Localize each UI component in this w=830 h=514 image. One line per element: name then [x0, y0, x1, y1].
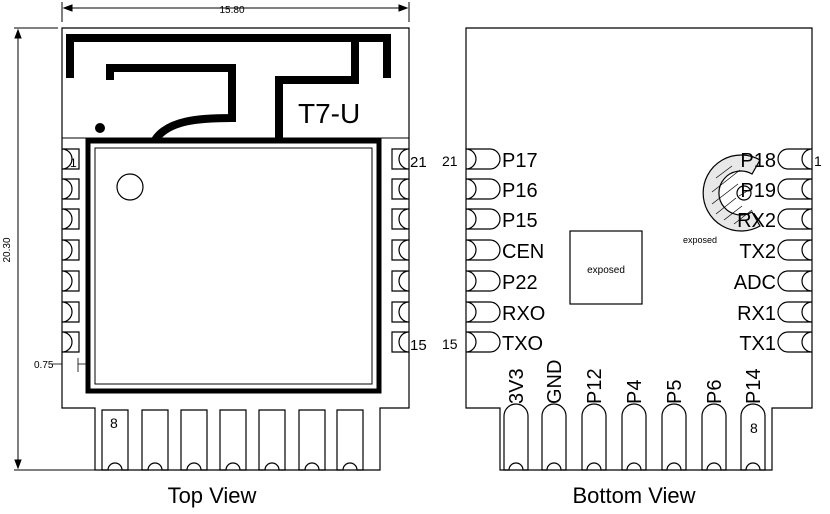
bottom-bottom-pad — [541, 403, 567, 471]
top-left-pads — [61, 148, 80, 353]
top-bottom-pad — [258, 409, 286, 471]
bottom-right-pin-label: RX1 — [737, 303, 776, 325]
top-view-caption: Top View — [168, 483, 257, 508]
top-pin-number-1: 1 — [70, 156, 77, 170]
top-bottom-pad — [141, 409, 169, 471]
top-bottom-pad — [101, 409, 129, 471]
bottom-bottom-pin-label: P12 — [584, 368, 606, 404]
top-pin-number-15: 15 — [410, 337, 427, 354]
top-right-pad — [391, 331, 410, 353]
top-bottom-pad — [336, 409, 364, 471]
bottom-right-pad — [777, 331, 813, 353]
top-view-outline — [61, 27, 410, 471]
bottom-right-pin-label: RX2 — [737, 210, 776, 232]
bottom-right-pad — [777, 148, 813, 170]
pcb-antenna-trace — [66, 34, 391, 143]
top-left-pad — [61, 148, 80, 170]
top-right-pad — [391, 148, 410, 170]
bottom-left-pad — [465, 148, 501, 170]
top-left-pad — [61, 208, 80, 230]
top-bottom-pad — [180, 409, 208, 471]
width-dimension — [61, 2, 410, 22]
bottom-bottom-pad — [701, 403, 727, 471]
bottom-left-pin-label: P17 — [502, 150, 538, 172]
bottom-left-pad — [465, 208, 501, 230]
bottom-right-pin-label: TX2 — [739, 241, 776, 263]
bottom-bottom-pad — [621, 403, 647, 471]
top-left-pad — [61, 270, 80, 292]
bottom-right-pad — [777, 270, 813, 292]
top-pin-number-8: 8 — [110, 415, 118, 431]
top-pin-number-21: 21 — [410, 154, 427, 171]
bottom-bottom-pads: 3V3 GND P12 P4 P5 P6 P14 — [503, 360, 766, 471]
top-right-pad — [391, 270, 410, 292]
bottom-left-pin-label: P15 — [502, 210, 538, 232]
bottom-bottom-pad — [581, 403, 607, 471]
exposed-pad — [569, 230, 643, 305]
bottom-pad-number-21: 21 — [442, 153, 458, 169]
pitch-dimension-label: 0.75 — [34, 360, 54, 371]
bottom-pad-number-15: 15 — [442, 336, 458, 352]
pitch-dimension — [52, 358, 86, 372]
top-view: T7-U 1 21 15 8 — [61, 27, 427, 471]
top-right-pads — [391, 148, 410, 353]
bottom-left-pad — [465, 301, 501, 323]
bottom-pad-number-1: 1 — [814, 153, 822, 169]
bottom-bottom-pin-label: GND — [544, 360, 566, 404]
bottom-bottom-pin-label: P14 — [743, 368, 765, 404]
top-right-pad — [391, 178, 410, 200]
bottom-pad-number-8: 8 — [750, 420, 758, 436]
height-dimension — [14, 27, 95, 471]
top-left-pad — [61, 239, 80, 261]
bottom-right-pad — [777, 239, 813, 261]
bottom-bottom-pin-label: 3V3 — [506, 368, 528, 404]
bottom-right-pad — [777, 178, 813, 200]
height-dimension-label: 20.30 — [2, 237, 13, 262]
pin1-marker-dot — [95, 123, 105, 133]
bottom-left-pin-label: RXO — [502, 303, 545, 325]
width-dimension-label: 15.80 — [219, 5, 244, 16]
antenna-feed-exposed — [702, 154, 761, 232]
bottom-bottom-pin-label: P4 — [624, 380, 646, 404]
bottom-right-pin-label: ADC — [734, 272, 776, 294]
bottom-right-pin-label: TX1 — [739, 333, 776, 355]
top-left-pad — [61, 331, 80, 353]
bottom-view-outline — [465, 27, 813, 471]
bottom-bottom-pad — [661, 403, 687, 471]
top-bottom-pad — [219, 409, 247, 471]
bottom-right-pin-label: P18 — [740, 150, 776, 172]
bottom-left-pad — [465, 178, 501, 200]
bottom-right-pad — [777, 301, 813, 323]
bottom-bottom-pad — [503, 403, 529, 471]
bottom-left-pin-label: CEN — [502, 241, 544, 263]
top-right-pad — [391, 301, 410, 323]
top-bottom-pad — [298, 409, 326, 471]
top-left-pad — [61, 301, 80, 323]
bottom-bottom-pin-label: P5 — [664, 380, 686, 404]
bottom-right-pad — [777, 208, 813, 230]
exposed-pad-label: exposed — [587, 265, 625, 276]
bottom-view-caption: Bottom View — [572, 483, 695, 508]
bottom-left-pad — [465, 331, 501, 353]
bottom-left-pad — [465, 270, 501, 292]
bottom-left-pad — [465, 239, 501, 261]
bottom-left-pin-label: P16 — [502, 180, 538, 202]
top-right-pad — [391, 239, 410, 261]
bottom-right-pin-label: P19 — [740, 180, 776, 202]
bottom-bottom-pin-label: P6 — [704, 380, 726, 404]
shield-pin1-marker — [116, 173, 144, 201]
bottom-bottom-pad — [740, 403, 766, 471]
shield-can — [85, 138, 382, 394]
module-label: T7-U — [298, 98, 360, 129]
bottom-left-pin-label: P22 — [502, 272, 538, 294]
bottom-left-pin-label: TXO — [502, 333, 543, 355]
antenna-exposed-label: exposed — [683, 235, 717, 245]
top-bottom-pads — [101, 409, 364, 471]
top-right-pad — [391, 208, 410, 230]
top-left-pad — [61, 178, 80, 200]
